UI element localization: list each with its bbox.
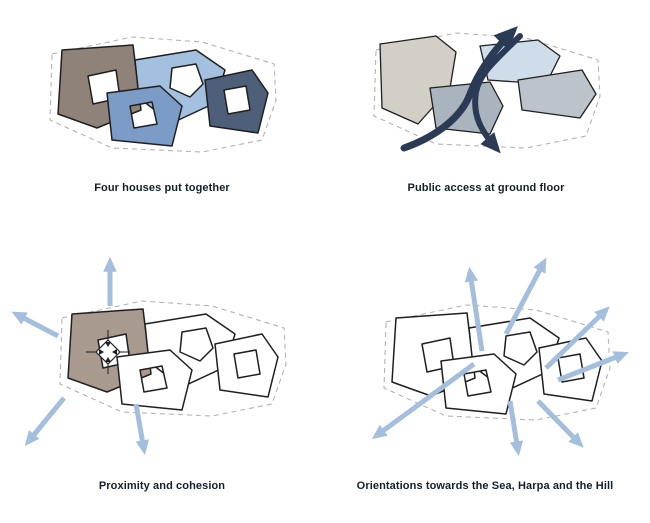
cohesion-arrow-lower-left	[24, 396, 66, 447]
public-access-diagram	[373, 26, 601, 154]
house-3	[116, 349, 193, 411]
panel-four-houses: Four houses put together	[8, 12, 316, 232]
house-4	[214, 333, 279, 398]
crosshair-diamond-icon	[95, 339, 121, 365]
orientation-arrow-east	[557, 351, 629, 383]
house-3	[106, 85, 183, 147]
orientation-arrow-south-west	[371, 361, 476, 440]
orientation-arrow-up-right	[503, 257, 547, 336]
house-4	[204, 69, 269, 134]
cohesion-arrow-upper-left	[11, 311, 60, 339]
cohesion-mark	[86, 330, 130, 374]
cohesion-arrow-down	[133, 403, 149, 456]
panel-orientations: Orientations towards the Sea, Harpa and …	[324, 246, 646, 508]
orientation-arrow-north-east	[544, 306, 610, 370]
orientation-arrows	[371, 257, 629, 457]
building-3	[517, 69, 597, 119]
orientation-arrow-down	[507, 400, 524, 457]
inward-arrows-icon	[99, 342, 117, 362]
cohesion-arrows	[11, 256, 149, 456]
ground-floor-cluster	[373, 26, 601, 154]
house-3	[440, 353, 517, 415]
orientations-diagram	[371, 257, 629, 457]
caption-public-access: Public access at ground floor	[407, 182, 565, 194]
flow-arrow-up	[400, 26, 518, 152]
panel-proximity: Proximity and cohesion	[6, 246, 318, 508]
orientation-arrow-up	[464, 266, 485, 352]
public-flow-arrows	[400, 26, 523, 154]
caption-orientations: Orientations towards the Sea, Harpa and …	[356, 480, 614, 492]
four-houses-diagram	[49, 36, 277, 153]
panel-public-access: Public access at ground floor	[330, 12, 642, 232]
caption-four-houses: Four houses put together	[94, 182, 230, 194]
proximity-cluster	[59, 300, 287, 417]
four-houses-cluster	[49, 36, 277, 153]
orientation-arrow-south-east	[536, 399, 584, 448]
caption-proximity: Proximity and cohesion	[98, 480, 226, 492]
flow-arrow-down	[472, 33, 523, 154]
proximity-diagram	[11, 256, 287, 456]
